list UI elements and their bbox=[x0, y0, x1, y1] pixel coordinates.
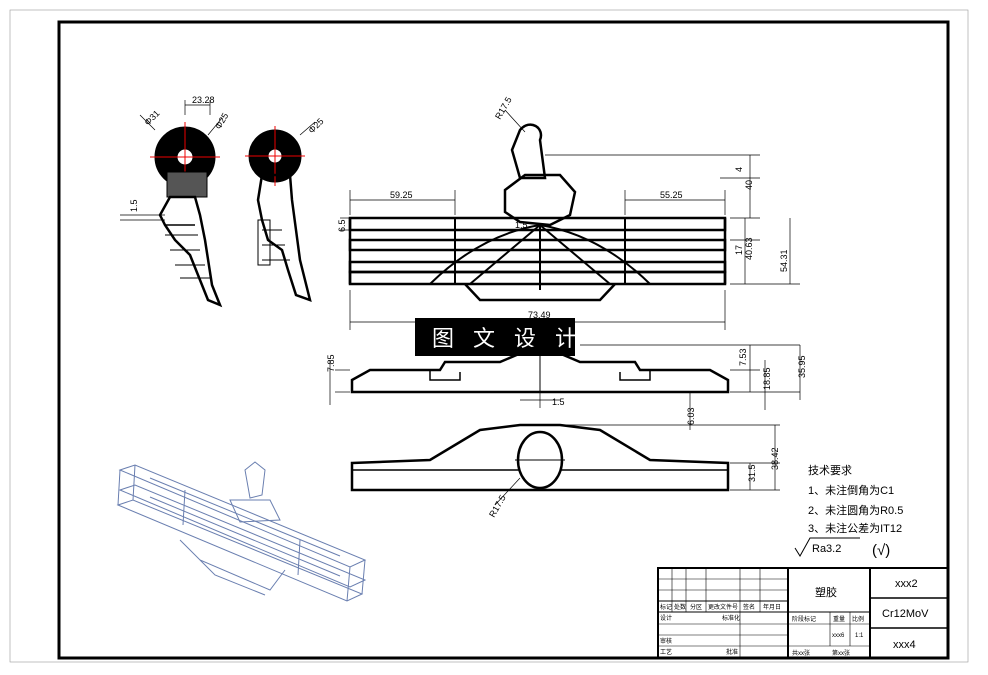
dim-1-5-left: 1.5 bbox=[129, 199, 139, 212]
dim-23-28: 23.28 bbox=[192, 95, 215, 105]
requirements-title: 技术要求 bbox=[808, 464, 852, 477]
tb-h-standard: 标准化 bbox=[722, 614, 740, 622]
dim-35-95: 35.95 bbox=[797, 355, 807, 378]
dim-r17-5-bottom: R17.5 bbox=[487, 493, 508, 519]
dim-17: 17 bbox=[734, 245, 744, 255]
side-view-left bbox=[120, 100, 223, 308]
dim-phi31: Φ31 bbox=[142, 108, 161, 127]
title-part-name: 塑胶 bbox=[815, 585, 837, 599]
roughness-value: Ra3.2 bbox=[812, 543, 841, 555]
title-block bbox=[657, 567, 949, 659]
dim-18-85: 18.85 bbox=[762, 367, 772, 390]
dim-40: 40 bbox=[744, 180, 754, 190]
dim-7-53: 7.53 bbox=[738, 348, 748, 366]
title-drawing-no: xxx2 bbox=[895, 578, 918, 590]
front-view bbox=[340, 109, 800, 330]
dim-6-03: 6.03 bbox=[686, 407, 696, 425]
tb-h-approve: 批准 bbox=[726, 648, 738, 656]
requirement-item-1: 1、未注倒角为C1 bbox=[808, 483, 894, 497]
top-view bbox=[329, 343, 801, 430]
title-company: xxx4 bbox=[893, 639, 916, 651]
dim-1-5-bottom: 1.5 bbox=[552, 397, 565, 407]
tb-h-zone: 分区 bbox=[690, 603, 702, 611]
tb-sheets: 共xx张 bbox=[792, 649, 810, 657]
dim-55-25: 55.25 bbox=[660, 190, 683, 200]
dim-1-5-mid: 1.5 bbox=[515, 220, 528, 230]
tb-h-date: 年月日 bbox=[763, 603, 781, 611]
requirement-item-2: 2、未注圆角为R0.5 bbox=[808, 503, 903, 517]
tb-h-sign: 签名 bbox=[743, 603, 755, 611]
dim-phi25-right: Φ25 bbox=[306, 116, 325, 135]
dim-4: 4 bbox=[734, 167, 744, 172]
tb-sheet-no: 第xx张 bbox=[832, 649, 850, 657]
roughness-symbol bbox=[794, 537, 860, 557]
dim-r17-5-top: R17.5 bbox=[493, 95, 514, 121]
tb-h-process: 工艺 bbox=[660, 648, 672, 656]
drawing-frame bbox=[57, 20, 950, 660]
tb-h-design: 设计 bbox=[660, 614, 672, 622]
side-view-right bbox=[245, 121, 316, 302]
dim-59-25: 59.25 bbox=[390, 190, 413, 200]
isometric-view bbox=[116, 461, 367, 602]
dim-31-5: 31.5 bbox=[747, 464, 757, 482]
tb-h-count: 处数 bbox=[674, 603, 686, 611]
tb-weight-value: xxx6 bbox=[832, 633, 845, 639]
dim-40-63: 40.63 bbox=[744, 237, 754, 260]
dim-38-42: 38.42 bbox=[770, 447, 780, 470]
tb-h-weight: 重量 bbox=[833, 615, 845, 623]
tb-h-check: 审核 bbox=[660, 637, 672, 645]
tb-h-scale: 比例 bbox=[852, 615, 864, 623]
dim-7-85: 7.85 bbox=[326, 354, 336, 372]
dim-6-5: 6.5 bbox=[337, 219, 347, 232]
roughness-note: (√) bbox=[872, 542, 890, 559]
dim-54-31: 54.31 bbox=[779, 249, 789, 272]
watermark-text: 图 文 设 计 bbox=[432, 327, 583, 352]
tb-h-mark: 标记 bbox=[660, 603, 672, 611]
title-material: Cr12MoV bbox=[882, 608, 929, 620]
bottom-view bbox=[350, 423, 780, 506]
requirement-item-3: 3、未注公差为IT12 bbox=[808, 521, 902, 535]
tb-h-stage: 阶段标记 bbox=[792, 615, 816, 623]
sheet-trim-border bbox=[9, 9, 969, 663]
dim-73-49: 73.49 bbox=[528, 310, 551, 320]
tb-h-change: 更改文件号 bbox=[708, 603, 738, 611]
dim-phi25-left: Φ25 bbox=[213, 111, 230, 131]
tb-scale-value: 1:1 bbox=[855, 633, 864, 639]
